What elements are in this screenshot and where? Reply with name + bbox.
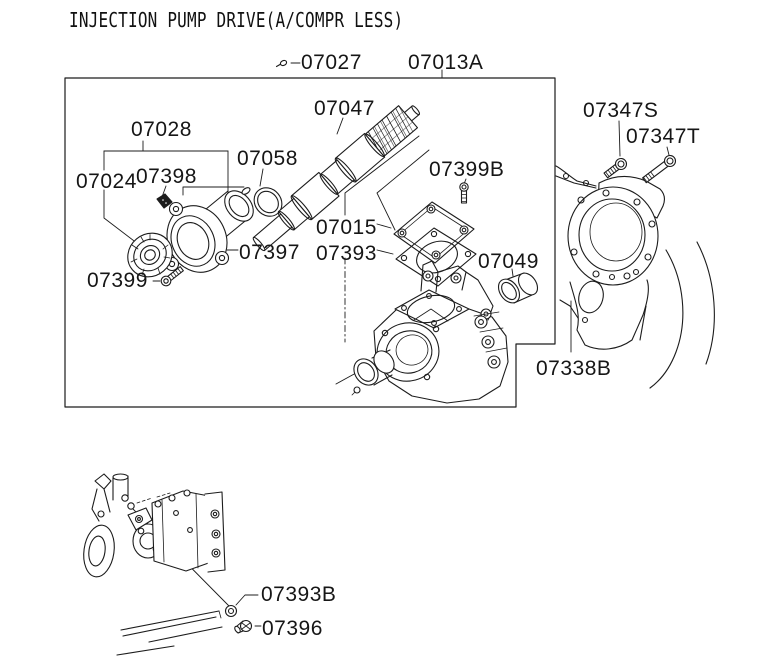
pin-07398 xyxy=(241,187,251,195)
part-label-07393B: 07393B xyxy=(261,583,337,606)
part-label-07347S: 07347S xyxy=(583,99,659,122)
screw-07027-icon xyxy=(275,59,288,68)
part-label-07347T: 07347T xyxy=(626,125,701,148)
part-label-07013A: 07013A xyxy=(408,51,484,74)
part-label-07398: 07398 xyxy=(136,165,197,188)
pump-housing xyxy=(351,260,509,404)
part-label-07058: 07058 xyxy=(237,147,298,170)
bolt-07347T xyxy=(642,154,677,184)
flange-housing-07397 xyxy=(164,190,254,273)
bolt-07399 xyxy=(160,266,184,287)
cover-plate-07015 xyxy=(393,201,475,264)
bushing-07049 xyxy=(497,272,539,304)
part-label-07399: 07399 xyxy=(87,269,148,292)
part-label-07399B: 07399B xyxy=(429,158,505,181)
part-label-07397: 07397 xyxy=(239,241,300,264)
washer-07393B xyxy=(224,604,238,618)
part-label-07393: 07393 xyxy=(316,242,377,265)
part-label-07047: 07047 xyxy=(314,97,375,120)
bearing-07024 xyxy=(127,232,173,278)
page-title: INJECTION PUMP DRIVE(A/COMPR LESS) xyxy=(69,8,404,32)
oil-seal-07058 xyxy=(253,187,283,217)
part-label-07024: 07024 xyxy=(76,170,137,193)
engine-case-07338B xyxy=(555,165,715,389)
installed-view xyxy=(83,473,226,656)
drive-shaft-07047 xyxy=(252,105,421,252)
part-label-07049: 07049 xyxy=(478,250,539,273)
plug-07396 xyxy=(234,619,253,634)
part-label-07338B: 07338B xyxy=(536,357,612,380)
part-label-07027: 07027 xyxy=(301,51,362,74)
part-label-07015: 07015 xyxy=(316,216,377,239)
bolt-07399B xyxy=(459,182,469,204)
part-label-07028: 07028 xyxy=(131,118,192,141)
leader-lines xyxy=(103,62,670,627)
part-label-07396: 07396 xyxy=(262,617,323,640)
bolt-07347S xyxy=(603,157,628,179)
woodruff-key-07398 xyxy=(156,187,251,209)
boundary-box xyxy=(64,77,556,408)
